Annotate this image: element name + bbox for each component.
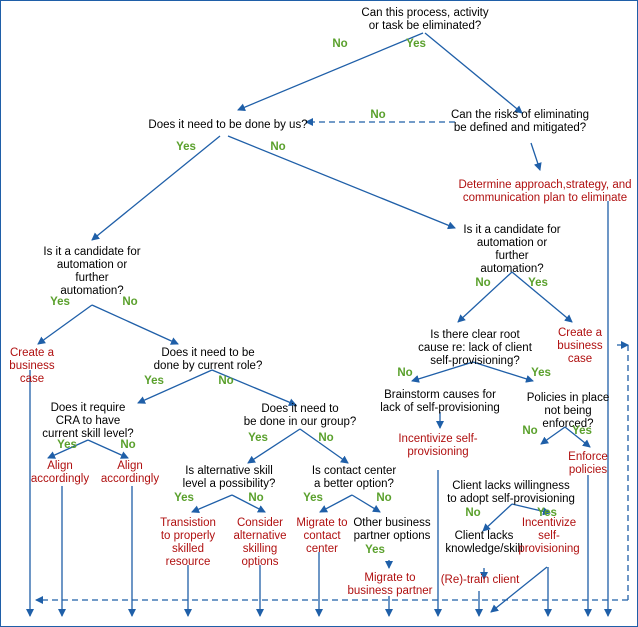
- edge-label-no-0: No: [332, 38, 347, 50]
- edge-label-yes-9: Yes: [144, 375, 164, 387]
- edge-label-no-14: No: [120, 439, 135, 451]
- edge-0: [237, 32, 424, 112]
- edge-23: [319, 494, 353, 513]
- edge-14: [47, 439, 89, 459]
- edge-label-yes-3: Yes: [176, 141, 196, 153]
- edge-21: [191, 494, 233, 513]
- edge-19: [540, 426, 566, 445]
- edge-5: [227, 135, 456, 230]
- edge-label-no-11: No: [397, 367, 412, 379]
- edge-label-no-6: No: [122, 296, 137, 308]
- node-q-done-by-us: Does it need to be done by us?: [148, 119, 307, 131]
- edge-label-yes-18: Yes: [572, 425, 592, 437]
- edge-label-yes-19: Yes: [174, 492, 194, 504]
- edge-label-yes-8: Yes: [528, 277, 548, 289]
- edge-11: [211, 369, 297, 406]
- edge-label-no-10: No: [218, 375, 233, 387]
- edge-label-no-4: No: [270, 141, 285, 153]
- edge-4: [91, 135, 221, 241]
- edge-26: [511, 503, 551, 516]
- edge-12: [411, 361, 474, 383]
- edge-label-yes-1: Yes: [406, 38, 426, 50]
- edge-label-yes-13: Yes: [57, 439, 77, 451]
- edge-label-no-20: No: [248, 492, 263, 504]
- edge-22: [231, 494, 266, 513]
- edge-label-yes-21: Yes: [303, 492, 323, 504]
- edge-9: [511, 271, 573, 323]
- edge-label-yes-5: Yes: [50, 296, 70, 308]
- edge-label-no-17: No: [522, 425, 537, 437]
- edge-label-yes-24: Yes: [537, 507, 557, 519]
- node-a-retrain: (Re)-train client: [441, 574, 520, 586]
- edge-16: [247, 428, 301, 464]
- edge-20: [564, 426, 591, 448]
- node-a-incentivize-1: Incentivize self-provisioning: [398, 433, 477, 458]
- edge-29: [490, 566, 548, 613]
- edge-15: [87, 439, 129, 459]
- edge-17: [299, 428, 349, 464]
- edge-label-yes-15: Yes: [248, 432, 268, 444]
- edge-label-no-7: No: [475, 277, 490, 289]
- edge-3: [530, 142, 542, 171]
- edge-label-no-2: No: [370, 109, 385, 121]
- edge-10: [137, 369, 213, 404]
- edge-label-no-16: No: [318, 432, 333, 444]
- edge-7: [91, 304, 179, 345]
- edge-1: [424, 32, 523, 114]
- edge-label-no-23: No: [465, 507, 480, 519]
- edge-label-no-22: No: [376, 492, 391, 504]
- edge-13: [472, 361, 534, 383]
- edge-label-yes-25: Yes: [365, 544, 385, 556]
- edge-6: [37, 304, 93, 345]
- edge-label-yes-12: Yes: [531, 367, 551, 379]
- edge-24: [351, 494, 381, 513]
- edge-25: [482, 503, 513, 532]
- edge-8: [457, 271, 513, 323]
